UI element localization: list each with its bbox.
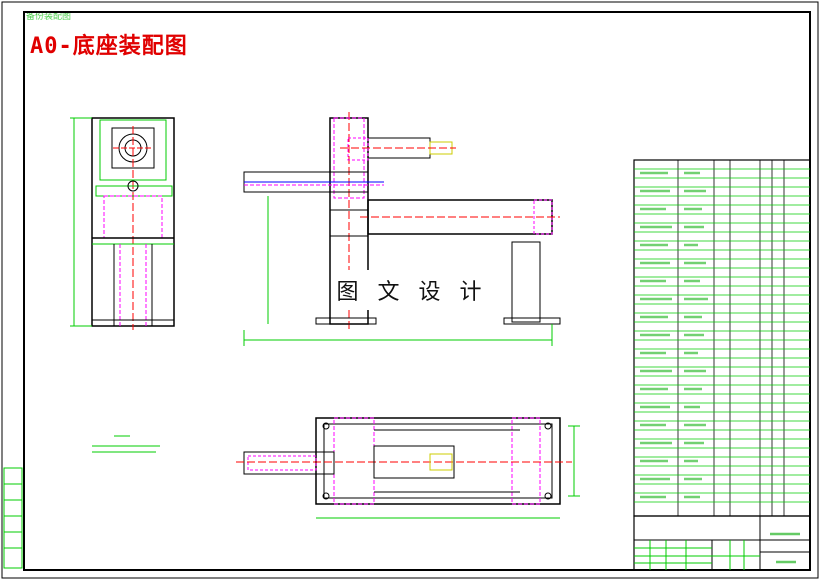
- side-view: [243, 112, 561, 346]
- title-block: [633, 515, 811, 571]
- top-view: [236, 417, 580, 519]
- left-margin-table: [3, 467, 23, 569]
- watermark-text: 图 文 设 计: [336, 270, 488, 310]
- parts-list-table: [633, 159, 811, 517]
- drawing-title: A0-底座装配图: [30, 34, 188, 59]
- corner-label: 备份装配图: [26, 12, 72, 22]
- technical-notes: [92, 435, 160, 453]
- front-view: [70, 117, 175, 330]
